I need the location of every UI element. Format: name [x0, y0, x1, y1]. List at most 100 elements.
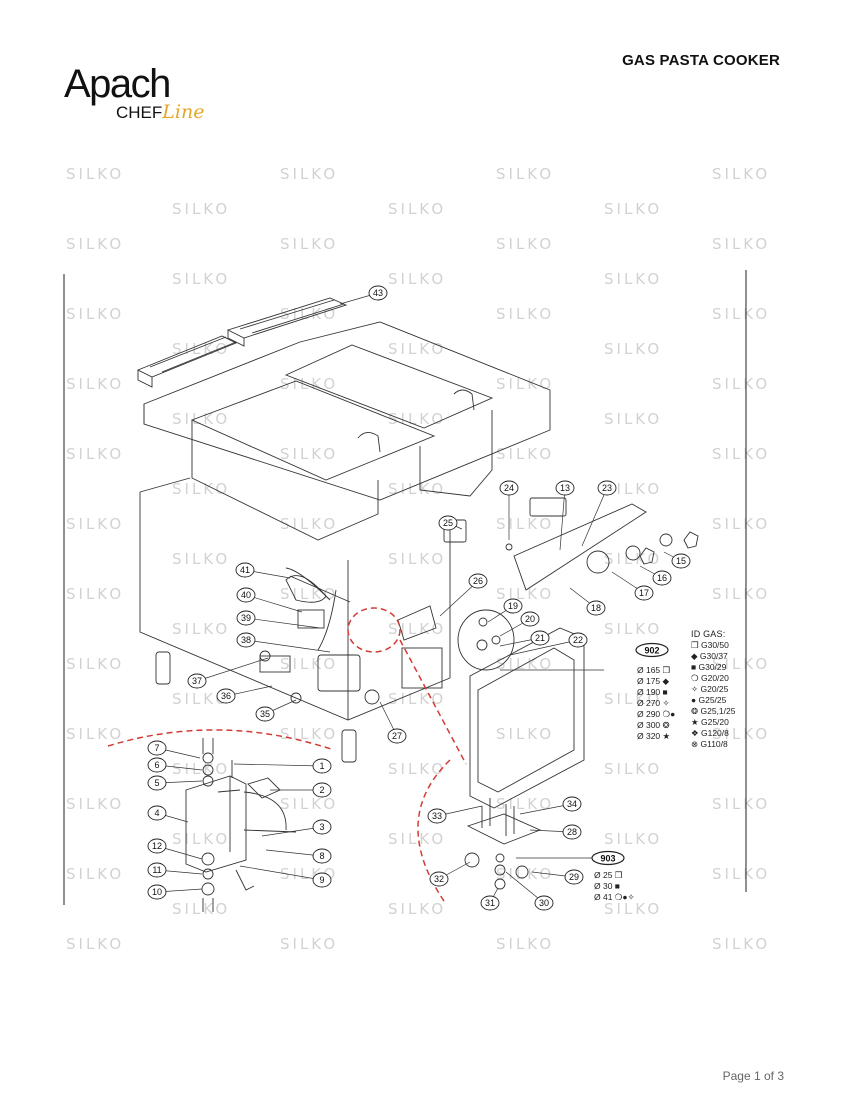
callout-number: 34	[567, 799, 577, 809]
callout-number: 43	[373, 288, 383, 298]
callout-13: 13	[555, 480, 575, 551]
callout-number: 38	[241, 635, 251, 645]
callout-number: 32	[434, 874, 444, 884]
callout-oval	[255, 706, 275, 722]
callout-3: 3	[261, 819, 332, 837]
callout-oval	[312, 848, 332, 864]
nozzle-table-902: Ø 165 ❒Ø 175 ◆Ø 190 ■Ø 270 ✧Ø 290 ❍●Ø 30…	[637, 665, 675, 742]
callout-8: 8	[265, 848, 332, 864]
callout-oval	[147, 862, 167, 878]
callout-leader-line	[233, 763, 323, 767]
callout-number: 28	[567, 827, 577, 837]
legend-item: Ø 165 ❒	[637, 665, 671, 675]
callout-35: 35	[255, 699, 297, 722]
legend-item: Ø 175 ◆	[637, 676, 670, 686]
callout-number: 41	[240, 565, 250, 575]
legend-item: Ø 290 ❍●	[637, 709, 676, 719]
callout-19: 19	[487, 598, 523, 623]
legend-item: ■ G30/29	[691, 662, 727, 672]
legend-item: Ø 30 ■	[594, 881, 620, 891]
callout-oval	[468, 573, 488, 589]
legend-item: ◆ G30/37	[691, 651, 728, 661]
callout-number: 16	[657, 573, 667, 583]
callout-number: 17	[639, 588, 649, 598]
callout-oval	[147, 884, 167, 900]
callout-31: 31	[480, 887, 500, 911]
callout-18: 18	[569, 587, 606, 616]
callout-number: 10	[152, 887, 162, 897]
callout-oval	[147, 805, 167, 821]
callout-number: 7	[154, 743, 159, 753]
callout-oval	[564, 869, 584, 885]
callout-oval	[555, 480, 575, 496]
callout-oval	[530, 630, 550, 646]
callout-leader-line	[245, 617, 321, 629]
callout-39: 39	[236, 610, 321, 629]
callout-1: 1	[233, 758, 332, 774]
callout-number: 30	[539, 898, 549, 908]
group-903: 903	[600, 854, 615, 864]
callout-oval	[147, 775, 167, 791]
callout-22: 22	[509, 632, 588, 656]
callout-oval	[368, 285, 388, 301]
callout-number: 37	[192, 676, 202, 686]
legend-item: Ø 190 ■	[637, 687, 668, 697]
callout-oval	[534, 895, 554, 911]
callout-number: 39	[241, 613, 251, 623]
callout-37: 37	[187, 657, 269, 689]
id-gas-title: ID GAS:	[691, 629, 726, 639]
callout-12: 12	[147, 838, 203, 860]
section-markers	[107, 607, 467, 905]
callout-number: 1	[319, 761, 324, 771]
callout-leader-line	[239, 865, 323, 881]
callout-23: 23	[581, 480, 617, 547]
callout-leader-line	[261, 826, 323, 837]
callout-oval	[147, 757, 167, 773]
callout-leader-line	[439, 580, 479, 617]
legend-item: ❍ G20/20	[691, 673, 729, 683]
callout-number: 11	[152, 865, 161, 875]
callout-number: 2	[319, 785, 324, 795]
callout-20: 20	[499, 611, 540, 637]
callout-10: 10	[147, 884, 203, 900]
callout-number: 35	[260, 709, 270, 719]
callout-5: 5	[147, 775, 203, 791]
callout-17: 17	[611, 571, 654, 601]
callout-number: 4	[154, 808, 159, 818]
brand-logo: Apach CHEFLine	[64, 62, 224, 128]
callout-40: 40	[236, 587, 303, 613]
legend-item: Ø 300 ❂	[637, 720, 670, 730]
callout-number: 18	[591, 603, 601, 613]
callout-oval	[147, 838, 167, 854]
legend-item: ★ G25/20	[691, 717, 729, 727]
callout-oval	[147, 740, 167, 756]
document-title: GAS PASTA COOKER	[622, 52, 780, 69]
callout-number: 26	[473, 576, 483, 586]
callout-24: 24	[499, 480, 519, 540]
callout-leader-line	[245, 639, 331, 653]
callout-leader-line	[196, 657, 269, 682]
callout-oval	[427, 808, 447, 824]
callout-number: 25	[443, 518, 453, 528]
callout-oval	[568, 632, 588, 648]
callout-oval	[216, 688, 236, 704]
callout-oval	[312, 819, 332, 835]
callout-number: 3	[319, 822, 324, 832]
legend-item: ❒ G30/50	[691, 640, 729, 650]
callout-oval	[586, 600, 606, 616]
callout-9: 9	[239, 865, 332, 888]
callout-oval	[499, 480, 519, 496]
callout-number: 22	[573, 635, 583, 645]
callout-oval	[503, 598, 523, 614]
callout-oval	[236, 587, 256, 603]
group-902: 902	[644, 646, 659, 656]
callout-number: 15	[676, 556, 686, 566]
id-gas-legend: ID GAS: ❒ G30/50◆ G30/37■ G30/29❍ G20/20…	[691, 629, 735, 750]
callout-oval	[652, 570, 672, 586]
callout-number: 13	[560, 483, 570, 493]
callout-oval	[187, 673, 207, 689]
brand-sub: CHEFLine	[116, 102, 204, 123]
callout-number: 20	[525, 614, 535, 624]
nozzle-table-903: Ø 25 ❒Ø 30 ■Ø 41 ❍●✧	[594, 870, 635, 903]
